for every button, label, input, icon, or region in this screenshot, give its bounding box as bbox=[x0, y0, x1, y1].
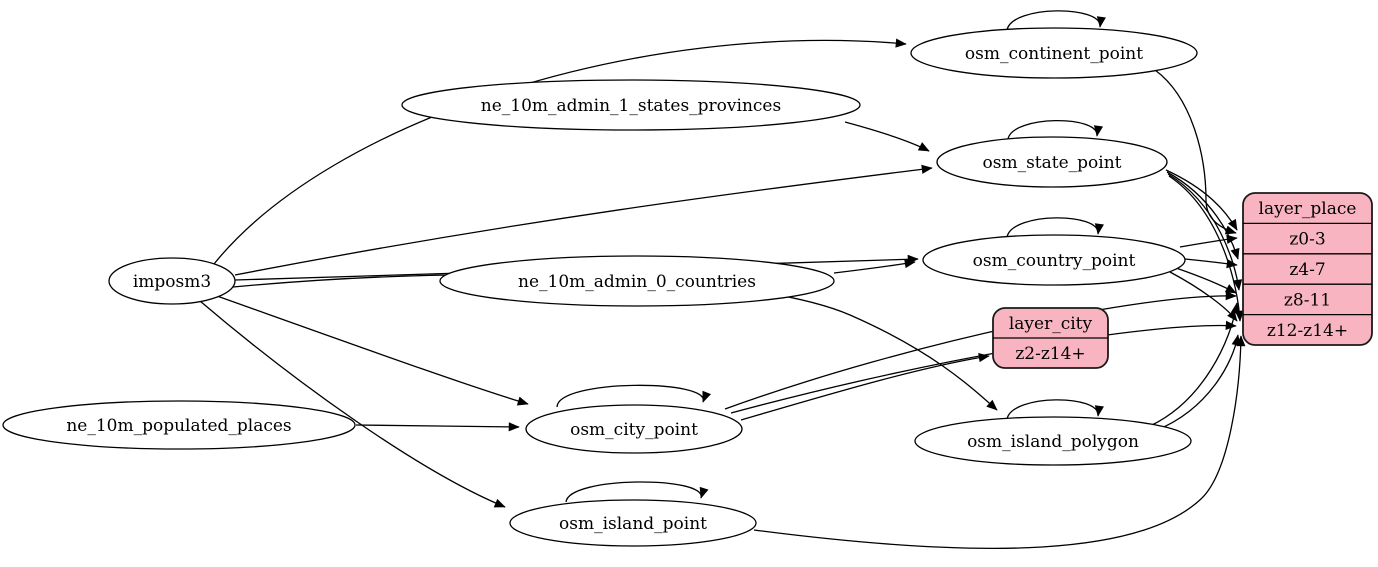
edge-osm_continent_point-to-osm_continent_point bbox=[1006, 10, 1106, 31]
record-row-layer_place-2: z4-7 bbox=[1289, 260, 1325, 280]
edge-osm_island_point-to-osm_island_point bbox=[565, 481, 709, 503]
record-row-layer_city-1: z2-z14+ bbox=[1015, 344, 1085, 364]
node-ellipse-ne_10m_admin_0_countries bbox=[439, 255, 835, 307]
node-label-osm_country_point: osm_country_point bbox=[973, 251, 1136, 271]
edge-osm_city_point-to-layer_place:z12-z14+ bbox=[730, 320, 1237, 414]
edge-osm_country_point-to-layer_place:z8-11 bbox=[1175, 267, 1237, 294]
record-node-layer_city: layer_city z2-z14+ bbox=[992, 307, 1109, 369]
node-ellipse-osm_state_point bbox=[936, 136, 1168, 188]
node-ellipse-ne_10m_admin_1_states_provinces bbox=[401, 79, 861, 131]
node-imposm3: imposm3 bbox=[108, 257, 236, 305]
node-label-ne_10m_populated_places: ne_10m_populated_places bbox=[66, 416, 291, 436]
node-label-osm_continent_point: osm_continent_point bbox=[965, 44, 1143, 64]
node-ne_10m_admin_1_states_provinces: ne_10m_admin_1_states_provinces bbox=[401, 79, 861, 131]
node-ellipse-ne_10m_populated_places bbox=[2, 400, 356, 450]
edge-osm_state_point-to-layer_place:z0-3 bbox=[1165, 169, 1238, 231]
record-row-layer_place-3: z8-11 bbox=[1284, 290, 1331, 310]
edge-osm_country_point-to-layer_place:z4-7 bbox=[1184, 258, 1238, 269]
edge-osm_island_point-to-layer_place:z12-z14+ bbox=[753, 335, 1246, 550]
edge-imposm3-to-osm_island_point bbox=[199, 300, 506, 508]
edge-imposm3-to-osm_continent_point bbox=[213, 38, 907, 265]
node-ellipse-osm_country_point bbox=[922, 234, 1186, 286]
record-row-layer_place-1: z0-3 bbox=[1289, 230, 1325, 250]
edge-osm_state_point-to-layer_place:z4-7 bbox=[1166, 171, 1240, 260]
node-label-osm_city_point: osm_city_point bbox=[570, 420, 698, 440]
edge-ne_10m_admin_1_states_provinces-to-osm_state_point bbox=[844, 121, 930, 152]
node-osm_island_polygon: osm_island_polygon bbox=[914, 416, 1192, 466]
node-ne_10m_populated_places: ne_10m_populated_places bbox=[2, 400, 356, 450]
edge-imposm3-to-osm_state_point bbox=[234, 164, 933, 276]
node-ellipse-osm_island_polygon bbox=[914, 416, 1192, 466]
edge-osm_city_point-to-layer_city:z2-z14+ bbox=[740, 353, 990, 421]
node-label-osm_island_polygon: osm_island_polygon bbox=[967, 432, 1139, 452]
edge-osm_island_polygon-to-osm_island_polygon bbox=[1006, 399, 1104, 420]
node-label-osm_state_point: osm_state_point bbox=[983, 153, 1122, 173]
node-ellipse-osm_continent_point bbox=[910, 27, 1198, 79]
edge-imposm3-to-osm_city_point bbox=[216, 295, 529, 406]
edge-ne_10m_admin_0_countries-to-osm_country_point bbox=[833, 259, 916, 274]
node-label-ne_10m_admin_1_states_provinces: ne_10m_admin_1_states_provinces bbox=[481, 96, 781, 116]
node-ellipse-osm_island_point bbox=[509, 499, 757, 547]
edge-osm_continent_point-to-layer_place:z0-3 bbox=[1154, 69, 1237, 235]
edge-ne_10m_populated_places-to-osm_city_point bbox=[355, 422, 520, 432]
edge-osm_island_polygon-to-layer_place:z12-z14+ bbox=[1156, 334, 1241, 431]
node-osm_island_point: osm_island_point bbox=[509, 499, 757, 547]
record-row-layer_place-0: layer_place bbox=[1259, 199, 1357, 219]
node-ellipse-osm_city_point bbox=[525, 404, 743, 454]
record-row-layer_place-4: z12-z14+ bbox=[1267, 321, 1348, 341]
edge-osm_state_point-to-osm_state_point bbox=[1007, 119, 1103, 140]
node-osm_continent_point: osm_continent_point bbox=[910, 27, 1198, 79]
edge-osm_city_point-to-layer_place:z8-11 bbox=[724, 291, 1237, 410]
node-osm_state_point: osm_state_point bbox=[936, 136, 1168, 188]
node-label-imposm3: imposm3 bbox=[133, 272, 211, 292]
edge-osm_state_point-to-layer_place:z8-11 bbox=[1167, 173, 1243, 291]
node-ne_10m_admin_0_countries: ne_10m_admin_0_countries bbox=[439, 255, 835, 307]
edge-osm_country_point-to-layer_place:z0-3 bbox=[1179, 234, 1238, 248]
node-label-osm_island_point: osm_island_point bbox=[559, 514, 707, 534]
node-label-ne_10m_admin_0_countries: ne_10m_admin_0_countries bbox=[518, 272, 756, 292]
record-row-layer_city-0: layer_city bbox=[1009, 314, 1093, 334]
record-node-layer_place: layer_place z0-3 z4-7 z8-11 z12-z14+ bbox=[1242, 192, 1373, 346]
node-osm_city_point: osm_city_point bbox=[525, 404, 743, 454]
record-box-layer_place bbox=[1242, 192, 1373, 346]
edge-osm_country_point-to-osm_country_point bbox=[1006, 217, 1104, 238]
node-osm_country_point: osm_country_point bbox=[922, 234, 1186, 286]
edge-osm_island_polygon-to-layer_place:z8-11 bbox=[1149, 302, 1240, 427]
node-ellipse-imposm3 bbox=[108, 257, 236, 305]
edge-osm_city_point-to-osm_city_point bbox=[556, 384, 711, 408]
